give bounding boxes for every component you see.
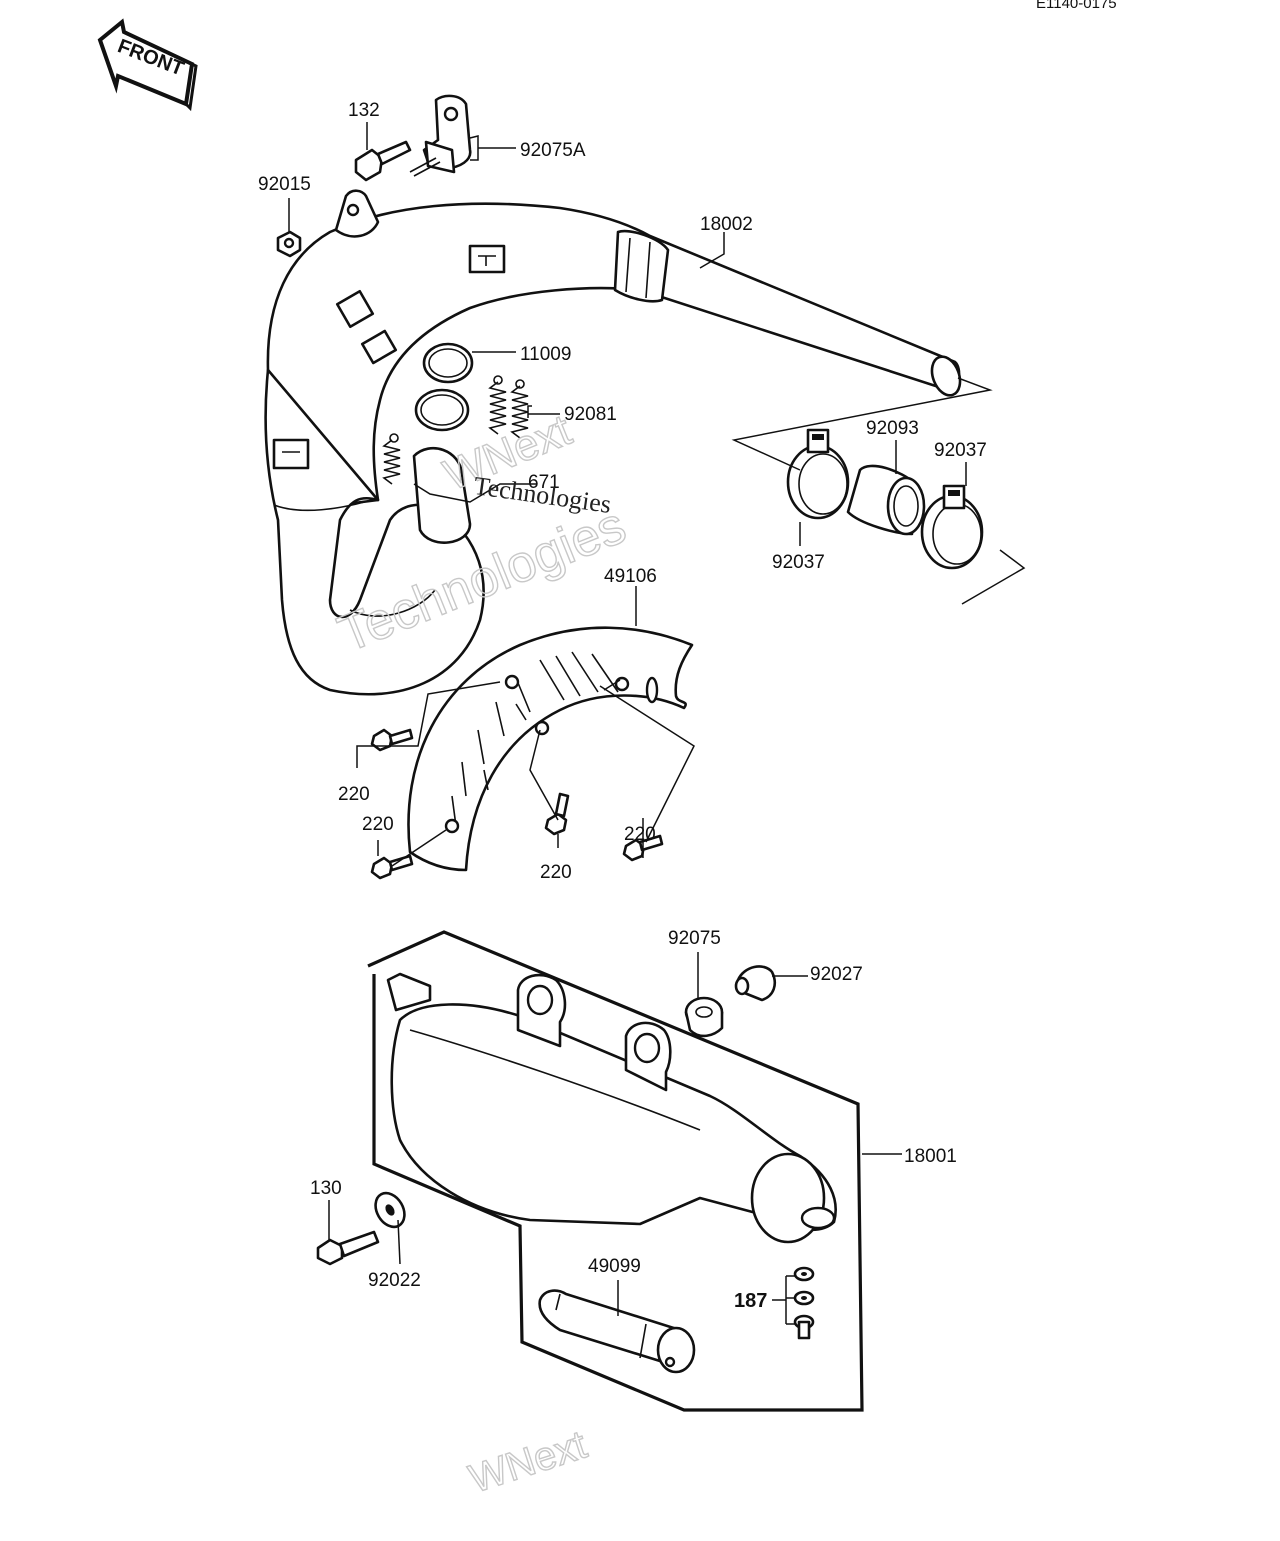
- expansion-chamber-18002: [264, 189, 962, 696]
- label-132: 132: [348, 100, 380, 121]
- label-18001: 18001: [904, 1146, 957, 1167]
- grommet-92075: [684, 996, 724, 1038]
- figure-code: E1140-0175: [1036, 0, 1117, 12]
- screw-220-a: [370, 728, 414, 752]
- washer-92022: [374, 1191, 406, 1229]
- screw-220-d: [544, 792, 570, 836]
- label-92075: 92075: [668, 928, 721, 949]
- label-220-c: 220: [624, 824, 656, 845]
- collar-92027: [734, 965, 776, 1002]
- label-92037-right: 92037: [934, 440, 987, 461]
- leader-lines: [288, 122, 967, 1325]
- clamp-92037-left: [786, 428, 850, 520]
- label-130: 130: [310, 1178, 342, 1199]
- coupler-92093: [846, 464, 926, 536]
- label-92093: 92093: [866, 418, 919, 439]
- label-220-b: 220: [362, 814, 394, 835]
- heat-guard-49106: [407, 626, 694, 872]
- label-18002: 18002: [700, 214, 753, 235]
- screw-set-187: [793, 1266, 815, 1340]
- silencer-18001: [386, 972, 837, 1244]
- bolt-130: [316, 1230, 380, 1266]
- label-92022: 92022: [368, 1270, 421, 1291]
- nut-92015: [276, 230, 302, 258]
- gasket-11009: [414, 342, 474, 432]
- label-92075a: 92075A: [520, 140, 586, 161]
- connection-guides: [731, 377, 1026, 605]
- label-671: 671: [528, 472, 560, 493]
- screw-220-b: [622, 834, 664, 862]
- screws-220: [370, 728, 664, 880]
- label-92037-left: 92037: [772, 552, 825, 573]
- label-11009: 11009: [520, 344, 571, 365]
- label-92081: 92081: [564, 404, 617, 425]
- screw-220-c: [370, 854, 414, 880]
- clamp-92037-right: [920, 484, 984, 570]
- label-187: 187: [734, 1290, 767, 1312]
- label-220-a: 220: [338, 784, 370, 805]
- part-labels: 132 92075A 92015 18002 11009 92081 671 9…: [258, 100, 987, 1312]
- label-49106: 49106: [604, 566, 657, 587]
- watermark-bottom: WNext: [464, 1423, 592, 1502]
- front-arrow-icon: FRONT: [97, 18, 198, 112]
- label-220-d: 220: [540, 862, 572, 883]
- label-49099: 49099: [588, 1256, 641, 1277]
- insert-49099: [538, 1289, 696, 1374]
- label-92015: 92015: [258, 174, 311, 195]
- silencer-frame-18001: [367, 930, 864, 1412]
- bolt-132: [354, 140, 412, 182]
- label-92027: 92027: [810, 964, 863, 985]
- rubber-mount-92075a: [409, 94, 472, 177]
